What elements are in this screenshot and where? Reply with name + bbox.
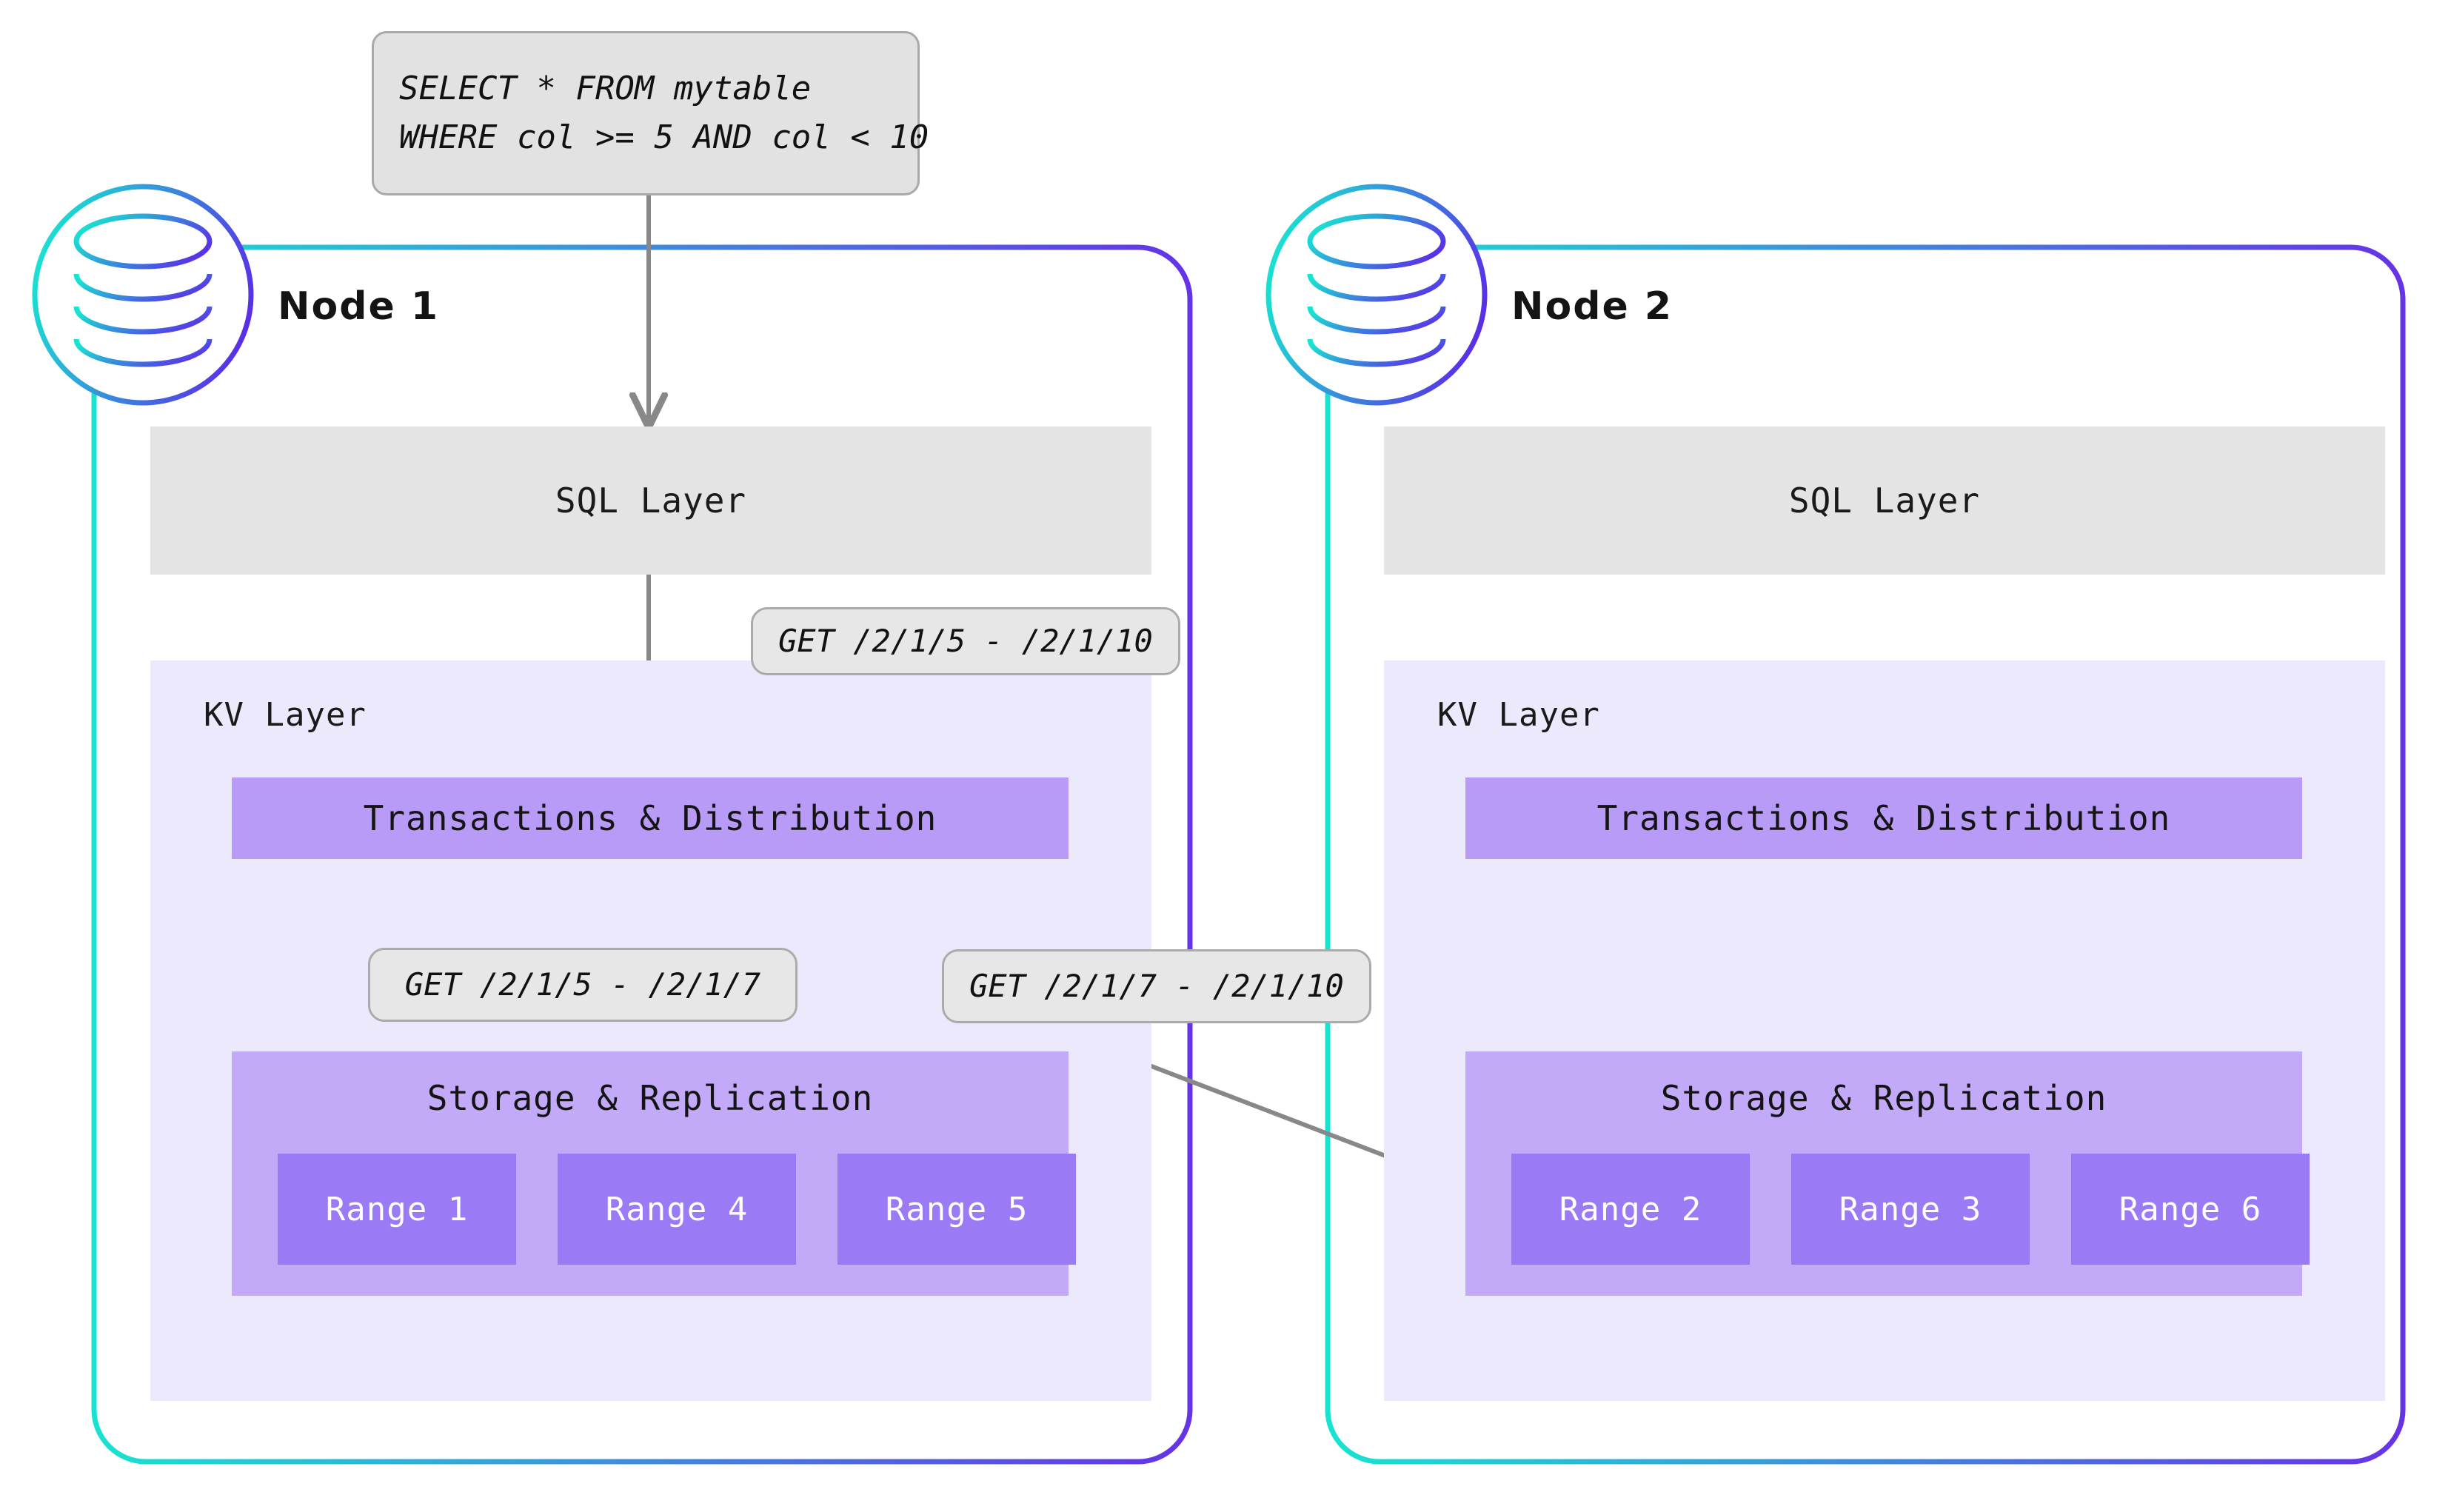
range-label: Range 3 (1839, 1190, 1982, 1228)
node-1-txn-label: Transactions & Distribution (363, 798, 937, 838)
node-1-range-row: Range 1 Range 4 Range 5 (278, 1154, 1076, 1265)
node-1: Node 1 SQL Layer KV Layer Transactions &… (94, 247, 1190, 1462)
node-1-storage-replication: Storage & Replication Range 1 Range 4 Ra… (232, 1051, 1076, 1296)
range-label: Range 6 (2119, 1190, 2262, 1228)
callout-kv-to-remote-range-text: GET /2/1/7 - /2/1/10 (969, 967, 1344, 1004)
range-box[interactable]: Range 2 (1511, 1154, 1750, 1265)
node-1-sql-layer: SQL Layer (150, 426, 1151, 575)
node-2-title: Node 2 (1511, 284, 1673, 329)
range-label: Range 4 (605, 1190, 749, 1228)
callout-kv-to-remote-range: GET /2/1/7 - /2/1/10 (942, 949, 1371, 1023)
node-2-txn-label: Transactions & Distribution (1596, 798, 2171, 838)
node-2-storage-label: Storage & Replication (1660, 1078, 2107, 1118)
range-box[interactable]: Range 4 (558, 1154, 796, 1265)
node-2-range-row: Range 2 Range 3 Range 6 (1511, 1154, 2310, 1265)
node-1-kv-layer-label: KV Layer (204, 696, 367, 734)
range-label: Range 5 (885, 1190, 1029, 1228)
node-1-txn-distribution: Transactions & Distribution (232, 777, 1069, 859)
range-box[interactable]: Range 5 (837, 1154, 1076, 1265)
node-2-txn-distribution: Transactions & Distribution (1465, 777, 2302, 859)
node-2: Node 2 SQL Layer KV Layer Transactions &… (1328, 247, 2403, 1462)
node-2-kv-layer: KV Layer Transactions & Distribution Sto… (1384, 660, 2385, 1401)
node-1-kv-layer: KV Layer Transactions & Distribution Sto… (150, 660, 1151, 1401)
callout-kv-to-local-range-text: GET /2/1/5 - /2/1/7 (404, 966, 761, 1003)
sql-query-text: SELECT * FROM mytable WHERE col >= 5 AND… (399, 70, 929, 156)
range-box[interactable]: Range 1 (278, 1154, 516, 1265)
node-1-sql-layer-label: SQL Layer (555, 481, 747, 521)
callout-sql-to-kv-text: GET /2/1/5 - /2/1/10 (778, 622, 1153, 659)
callout-sql-to-kv: GET /2/1/5 - /2/1/10 (751, 607, 1180, 675)
range-box[interactable]: Range 6 (2071, 1154, 2310, 1265)
range-label: Range 2 (1559, 1190, 1702, 1228)
node-1-storage-label: Storage & Replication (427, 1078, 874, 1118)
range-box[interactable]: Range 3 (1791, 1154, 2030, 1265)
sql-query-box: SELECT * FROM mytable WHERE col >= 5 AND… (372, 31, 929, 195)
range-label: Range 1 (325, 1190, 469, 1228)
callout-kv-to-local-range: GET /2/1/5 - /2/1/7 (368, 948, 798, 1022)
node-2-kv-layer-label: KV Layer (1437, 696, 1600, 734)
node-1-title: Node 1 (278, 284, 440, 329)
node-2-sql-layer-label: SQL Layer (1788, 481, 1981, 521)
node-2-sql-layer: SQL Layer (1384, 426, 2385, 575)
node-2-storage-replication: Storage & Replication Range 2 Range 3 Ra… (1465, 1051, 2310, 1296)
